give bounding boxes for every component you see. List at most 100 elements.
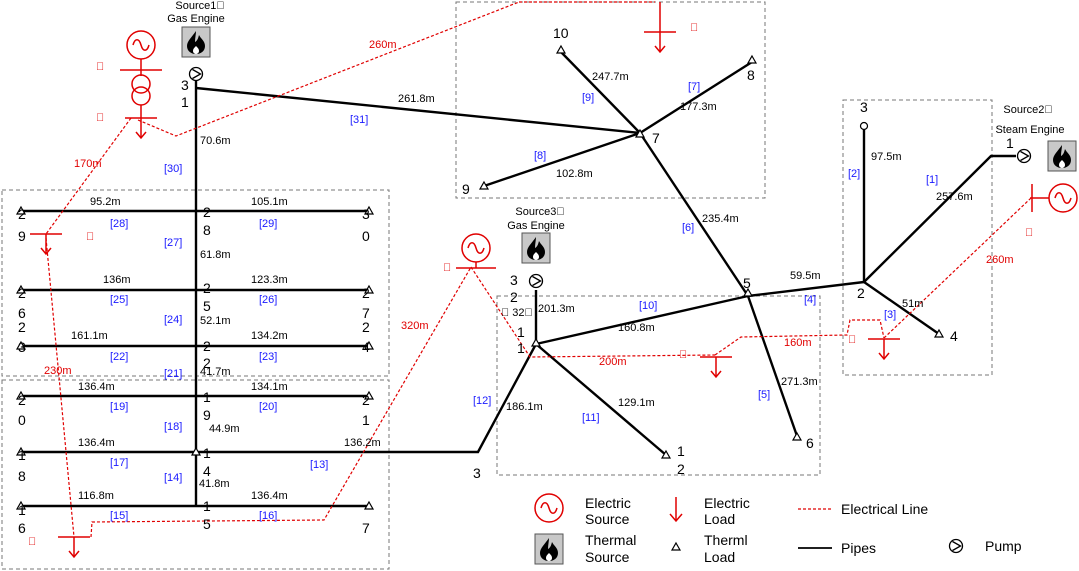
node-label: 2: [857, 285, 865, 301]
pipe-length: 41.8m: [199, 478, 230, 490]
legend-electric-load-line1: Electric: [704, 495, 750, 511]
node-label: 1: [18, 447, 26, 463]
pipe-length: 129.1m: [618, 397, 655, 409]
pipe-id: [20]: [259, 401, 277, 413]
node-label: 8: [18, 468, 26, 484]
pump-icon: [188, 66, 204, 82]
node-label: 1: [181, 94, 189, 110]
node-label: 2: [203, 204, 211, 220]
pipe-id: [19]: [110, 401, 128, 413]
legend-electric-source-line1: Electric: [585, 495, 631, 511]
node-label: 7: [362, 520, 370, 536]
node-label: 2: [203, 280, 211, 296]
transformer-icon: [131, 74, 151, 106]
pipe-length-labels: 257.6m 97.5m 51m 59.5m 271.3m 235.4m 177…: [71, 71, 973, 502]
pipe-id: [31]: [350, 114, 368, 126]
flame-icon: [534, 533, 564, 565]
electric-load-icon: [29, 233, 63, 255]
electrical-line-lengths: 260m 170m 230m 320m 200m 160m 260m: [44, 39, 1014, 377]
source-captions: Source1  Gas Engine Source2  Steam Engin…: [167, 0, 1064, 232]
source2-type: Steam Engine: [995, 124, 1064, 136]
node-label: 10: [553, 25, 569, 41]
node-label: 8: [203, 222, 211, 238]
elec-line-260m-right: [883, 197, 1032, 339]
pipe-id: [28]: [110, 218, 128, 230]
node-label: 1: [203, 498, 211, 514]
node-label: 8: [747, 67, 755, 83]
node-labels: 3 1 2 8 2 5 2 2 1 9 1 4 1 5 2 9 3 0 2 6 …: [18, 25, 1014, 536]
pipe-id: [3]: [884, 309, 896, 321]
node-label: 3: [473, 465, 481, 481]
node-label: 2: [362, 392, 370, 408]
pipe-length: 105.1m: [251, 196, 288, 208]
node-32-tag:   32 : [501, 307, 533, 319]
elec-line-200m: [470, 266, 716, 358]
pipe-length: 52.1m: [200, 315, 231, 327]
pipe-length: 136.2m: [344, 437, 381, 449]
pipe-length: 134.2m: [251, 330, 288, 342]
elec-node-marker:  : [443, 262, 451, 274]
thermal-loads: [16, 45, 944, 510]
node-label: 1: [18, 502, 26, 518]
legend-thermal-source-line1: Thermal: [585, 532, 636, 548]
node-label: 3: [362, 206, 370, 222]
pipe-length: 186.1m: [506, 401, 543, 413]
node-label: 5: [203, 298, 211, 314]
elec-length: 260m: [369, 39, 397, 51]
pipe-5: [746, 295, 799, 437]
electric-load-icon: [124, 117, 158, 139]
area-box-left-lower: [1, 379, 390, 570]
pipe-length: 102.8m: [556, 168, 593, 180]
node-3-terminal: [859, 121, 869, 131]
node-label: 1: [203, 389, 211, 405]
electric-source-icon: [1048, 183, 1078, 213]
pipe-id: [26]: [259, 294, 277, 306]
node-label: 5: [203, 516, 211, 532]
node-label: 9: [18, 228, 26, 244]
node-label: 2: [362, 319, 370, 335]
node-label: 6: [18, 305, 26, 321]
pipe-length: 136.4m: [251, 490, 288, 502]
source3-title: Source3 : [515, 206, 564, 218]
node-label: 6: [806, 435, 814, 451]
flame-icon: [521, 232, 551, 264]
electric-source-icon: [534, 493, 564, 523]
legend-thermal-load-line1: Therml: [704, 532, 748, 548]
node-label: 2: [18, 206, 26, 222]
pipe-8: [483, 131, 641, 188]
pipe-id: [11]: [582, 412, 600, 424]
legend-electric-load-line2: Load: [704, 511, 735, 527]
pipe-3: [863, 281, 940, 335]
pipe-id: [27]: [164, 237, 182, 249]
pipe-id: [17]: [110, 457, 128, 469]
pipe-7: [639, 60, 753, 135]
node-label: 4: [950, 328, 958, 344]
pipe-1: [863, 154, 1016, 283]
pipe-6: [638, 132, 750, 297]
node-label: 0: [18, 412, 26, 428]
pipe-length: 95.2m: [90, 196, 121, 208]
source1-title: Source1 : [175, 0, 224, 12]
source1-type: Gas Engine: [167, 13, 224, 25]
pipe-length: 61.8m: [200, 249, 231, 261]
area-box-center: [496, 295, 821, 476]
elec-length: 200m: [599, 356, 627, 368]
pipe-id: [6]: [682, 222, 694, 234]
pipe-length: 235.4m: [702, 213, 739, 225]
node-label: 9: [203, 407, 211, 423]
node-label: 7: [362, 305, 370, 321]
elec-node-marker:  : [690, 22, 698, 34]
electric-devices: [29, 2, 1078, 558]
pipe-length: 136.4m: [78, 381, 115, 393]
elec-node-marker:  : [848, 334, 856, 346]
elec-node-marker:  : [96, 61, 104, 73]
pipe-length: 51m: [902, 298, 923, 310]
pipe-length: 271.3m: [781, 376, 818, 388]
legend-electrical-line: Electrical Line: [841, 501, 928, 517]
elec-length: 320m: [401, 320, 429, 332]
pipe-id: [14]: [164, 472, 182, 484]
pipe-length: 261.8m: [398, 93, 435, 105]
elec-line-260m-top: [137, 1, 520, 137]
node-label: 7: [652, 130, 660, 146]
node-label: 2: [510, 289, 518, 305]
